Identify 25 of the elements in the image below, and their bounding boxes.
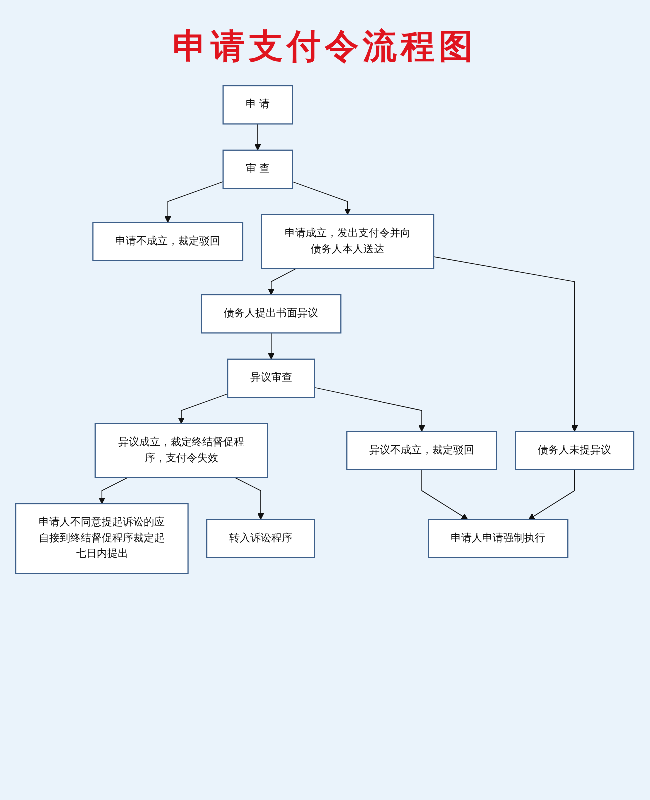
- diagram-title: 申请支付令流程图: [173, 26, 477, 69]
- node-box: 审 查: [222, 150, 294, 190]
- arrow: [422, 470, 468, 520]
- arrow: [314, 387, 426, 432]
- arrow: [234, 477, 264, 520]
- arrow: [164, 182, 224, 223]
- node-box: 申请成立，发出支付令并向债务人本人送达: [261, 214, 435, 270]
- node-box: 转入诉讼程序: [206, 519, 316, 558]
- node-box: 异议审查: [227, 358, 316, 398]
- arrow: [98, 477, 128, 504]
- arrow: [268, 268, 297, 296]
- arrow: [292, 182, 352, 216]
- arrow: [254, 124, 262, 151]
- node-box: 异议成立，裁定终结督促程序，支付令失效: [94, 423, 268, 478]
- node-box: 申请人不同意提起诉讼的应自接到终结督促程序裁定起七日内提出: [15, 503, 189, 574]
- arrow: [528, 470, 576, 520]
- node-box: 异议不成立，裁定驳回: [346, 431, 498, 470]
- node-box: 债务人提出书面异议: [201, 294, 342, 334]
- arrow: [434, 256, 578, 432]
- arrow: [178, 394, 228, 424]
- node-box: 申请不成立，裁定驳回: [92, 222, 244, 262]
- node-box: 申请人申请强制执行: [428, 519, 569, 558]
- arrow: [268, 332, 275, 360]
- node-box: 申 请: [222, 85, 294, 125]
- node-box: 债务人未提异议: [515, 431, 635, 470]
